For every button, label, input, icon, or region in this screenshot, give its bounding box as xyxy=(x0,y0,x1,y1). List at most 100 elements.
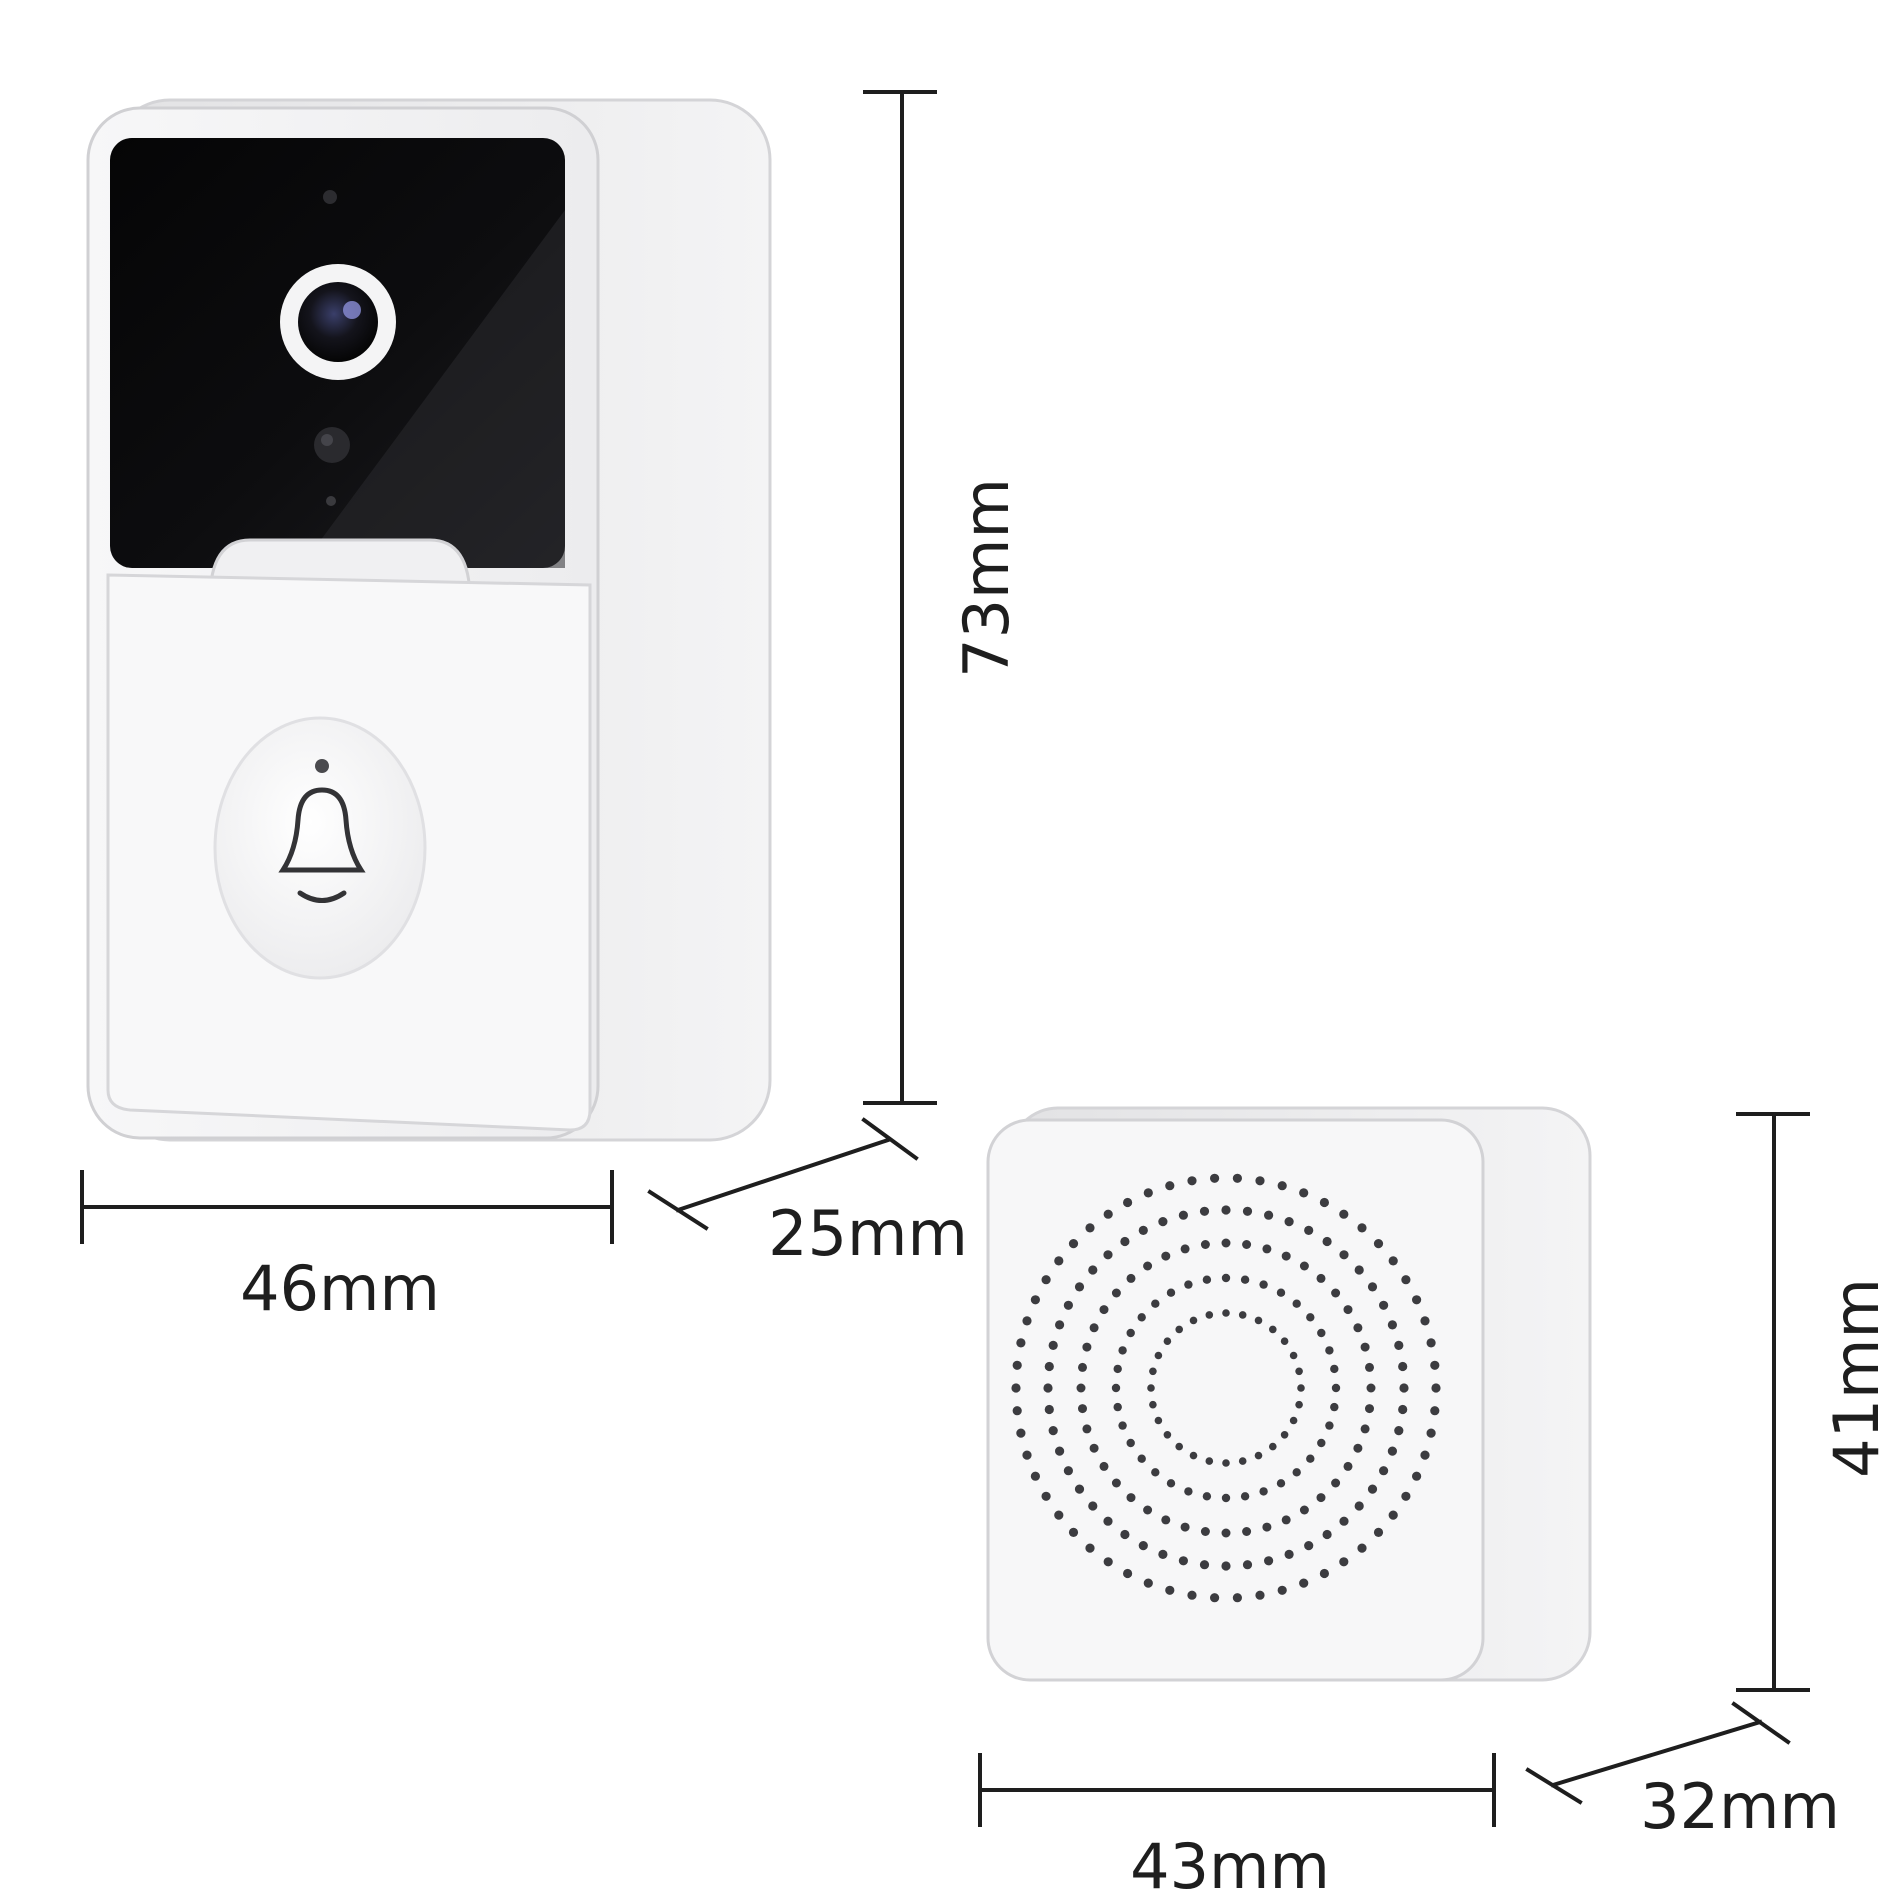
grille-hole xyxy=(1089,1443,1099,1453)
doorbell-button[interactable] xyxy=(213,716,427,980)
grille-hole xyxy=(1055,1320,1065,1330)
grille-hole xyxy=(1210,1173,1220,1183)
grille-hole xyxy=(1048,1340,1058,1350)
grille-hole xyxy=(1074,1282,1085,1292)
grille-hole xyxy=(1426,1428,1436,1438)
grille-hole xyxy=(1200,1527,1210,1536)
grille-hole xyxy=(1269,1325,1277,1334)
grille-hole xyxy=(1161,1251,1171,1261)
grille-hole xyxy=(1255,1176,1265,1186)
grille-hole xyxy=(1292,1299,1301,1308)
grille-hole xyxy=(1280,1337,1289,1345)
grille-hole xyxy=(1184,1487,1193,1496)
light-sensor-dot xyxy=(326,496,336,506)
grille-hole xyxy=(1103,1250,1113,1260)
grille-hole xyxy=(1068,1239,1079,1249)
dimension-doorbell-depth: 25mm xyxy=(647,1117,968,1270)
grille-hole xyxy=(1044,1404,1054,1415)
grille-hole xyxy=(1339,1209,1349,1219)
grille-hole xyxy=(1178,1556,1188,1566)
doorbell-height-label: 73mm xyxy=(950,478,1023,678)
grille-hole xyxy=(1166,1479,1176,1488)
grille-hole xyxy=(1012,1360,1022,1370)
grille-hole xyxy=(1367,1282,1378,1292)
grille-hole xyxy=(1401,1491,1411,1501)
grille-hole xyxy=(1255,1590,1265,1600)
grille-hole xyxy=(1187,1590,1197,1600)
grille-hole xyxy=(1210,1593,1220,1603)
grille-hole xyxy=(1254,1451,1263,1460)
grille-hole xyxy=(1360,1342,1370,1352)
grille-hole xyxy=(1360,1424,1370,1434)
grille-hole xyxy=(1284,1217,1294,1227)
grille-hole xyxy=(1343,1305,1353,1315)
grille-hole xyxy=(1189,1316,1198,1325)
grille-hole xyxy=(1394,1426,1404,1436)
grille-hole xyxy=(1366,1383,1376,1393)
glass-reflection xyxy=(300,210,565,568)
grille-hole xyxy=(1161,1515,1171,1525)
grille-hole xyxy=(1138,1541,1148,1551)
grille-hole xyxy=(1373,1239,1384,1249)
grille-hole xyxy=(1292,1468,1301,1477)
grille-hole xyxy=(1353,1323,1363,1333)
grille-hole xyxy=(1180,1522,1190,1532)
grille-hole xyxy=(1221,1273,1231,1283)
grille-hole xyxy=(1322,1529,1332,1540)
doorbell-unit xyxy=(86,98,772,1142)
grille-hole xyxy=(1199,1560,1210,1570)
grille-hole xyxy=(1044,1361,1054,1372)
grille-hole xyxy=(1103,1557,1113,1567)
grille-hole xyxy=(1205,1457,1214,1465)
grille-hole xyxy=(1030,1295,1040,1305)
grille-hole xyxy=(1354,1501,1364,1511)
camera-lens-icon xyxy=(298,282,378,362)
grille-hole xyxy=(1054,1256,1064,1266)
grille-hole xyxy=(1299,1578,1309,1588)
grille-hole xyxy=(1221,1493,1231,1503)
grille-hole xyxy=(1306,1313,1315,1322)
grille-hole xyxy=(1078,1404,1087,1414)
grille-hole xyxy=(1126,1328,1135,1338)
grille-hole xyxy=(1180,1244,1190,1254)
grille-hole xyxy=(1316,1493,1326,1503)
grille-hole xyxy=(1388,1510,1398,1520)
grille-hole xyxy=(1199,1206,1210,1216)
grille-hole xyxy=(1163,1431,1172,1439)
grille-hole xyxy=(1284,1549,1294,1559)
grille-hole xyxy=(1088,1501,1098,1511)
grille-hole xyxy=(1063,1466,1073,1476)
grille-hole xyxy=(1354,1265,1364,1275)
grille-hole xyxy=(1259,1280,1268,1289)
grille-hole xyxy=(1022,1450,1032,1460)
grille-hole xyxy=(1399,1383,1409,1393)
grille-hole xyxy=(1379,1466,1389,1476)
grille-hole xyxy=(1126,1273,1136,1283)
grille-hole xyxy=(1240,1492,1250,1501)
ir-sensor-icon xyxy=(314,427,350,463)
grille-hole xyxy=(1322,1236,1332,1247)
grille-hole xyxy=(1120,1529,1130,1540)
bell-icon xyxy=(278,787,366,903)
grille-hole xyxy=(1262,1522,1272,1532)
grille-hole xyxy=(1353,1443,1363,1453)
grille-hole xyxy=(1426,1338,1436,1348)
grille-hole xyxy=(1085,1543,1095,1553)
grille-hole xyxy=(1331,1478,1341,1488)
lens-highlight xyxy=(343,301,361,319)
doorbell-depth-label: 25mm xyxy=(768,1197,968,1270)
grille-hole xyxy=(1412,1471,1422,1481)
chime-unit xyxy=(986,1106,1592,1682)
grille-hole xyxy=(1379,1300,1389,1310)
grille-hole xyxy=(1118,1421,1127,1430)
grille-hole xyxy=(1281,1251,1291,1261)
grille-hole xyxy=(1430,1406,1440,1416)
grille-hole xyxy=(1254,1316,1263,1325)
grille-hole xyxy=(1012,1406,1022,1416)
grille-hole xyxy=(1222,1309,1230,1317)
grille-hole xyxy=(1022,1316,1032,1326)
ir-sensor-highlight xyxy=(321,434,333,446)
grille-hole xyxy=(1221,1205,1231,1215)
grille-hole xyxy=(1154,1351,1163,1360)
